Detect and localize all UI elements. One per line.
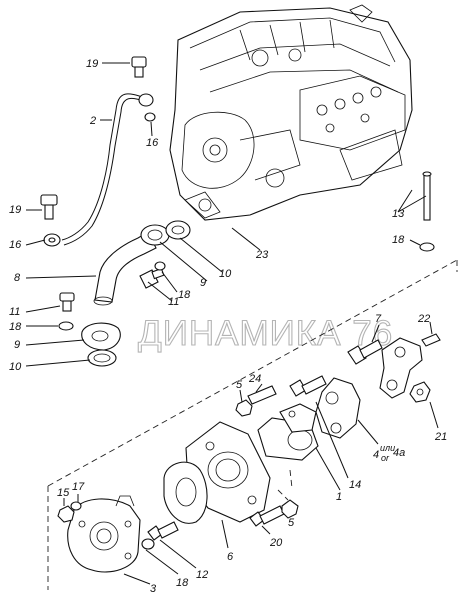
callout-11: 11 [168, 296, 179, 308]
callout-14: 14 [349, 479, 361, 491]
washer-16-left [48, 237, 56, 243]
callout-10: 10 [9, 361, 22, 373]
bolt-24 [247, 383, 277, 405]
washer-17 [70, 501, 82, 511]
callout-18: 18 [178, 289, 191, 301]
nut-15 [57, 505, 75, 523]
gasket-9-upper [140, 224, 170, 246]
callout-16: 16 [146, 137, 159, 149]
callout-labels: 19 2 16 19 16 8 11 18 9 10 18 11 9 10 23… [9, 58, 447, 595]
callout-7: 7 [375, 313, 382, 325]
nut-21 [409, 381, 439, 429]
callout-5: 5 [236, 379, 243, 391]
callout-15: 15 [57, 487, 70, 499]
callout-13: 13 [392, 208, 405, 220]
engine-block [169, 4, 413, 221]
callout-21: 21 [434, 431, 447, 443]
bolt-7 [347, 324, 383, 365]
pipe-2 [61, 93, 146, 246]
flange-4 [315, 377, 379, 445]
callout-6: 6 [227, 551, 234, 563]
callout-12: 12 [196, 569, 208, 581]
bolt-12 [147, 521, 197, 569]
callout-17: 17 [72, 481, 85, 493]
callout-2: 2 [89, 115, 96, 127]
hose-8 [93, 231, 157, 306]
callout-11: 11 [9, 306, 20, 318]
bolt-11-upper [139, 267, 165, 289]
callout-ili: или [380, 443, 395, 453]
gasket-10-left [87, 349, 117, 367]
callout-1: 1 [336, 491, 342, 503]
nut-5-lower [281, 499, 299, 519]
callout-18: 18 [9, 321, 22, 333]
bolt-14 [289, 375, 349, 479]
callout-22: 22 [417, 313, 430, 325]
washer-18-lower [141, 538, 155, 550]
callout-20: 20 [269, 537, 283, 549]
nut-5-upper [235, 399, 253, 417]
callout-18: 18 [176, 577, 189, 589]
bolt-19-top [131, 56, 147, 78]
callout-18: 18 [392, 234, 405, 246]
gasket-6 [163, 461, 208, 524]
callout-8: 8 [14, 272, 21, 284]
stud-13 [422, 171, 432, 221]
assembly-dashed-guide [47, 259, 458, 590]
bracket-4a [379, 337, 423, 399]
callout-19: 19 [9, 204, 21, 216]
dashed-guide-5 [277, 469, 293, 501]
callout-16: 16 [9, 239, 22, 251]
callout-10: 10 [219, 268, 232, 280]
washer-18-left [58, 321, 74, 331]
callout-23: 23 [255, 249, 269, 261]
bolt-11-left [59, 292, 75, 312]
callout-or: or [381, 453, 390, 463]
gasket-10-upper [165, 220, 191, 240]
leader-lines [25, 62, 427, 367]
washer-18-right [419, 242, 435, 252]
washer-18-upper [154, 261, 166, 271]
banjo-fitting-top [138, 93, 154, 107]
callout-24: 24 [248, 373, 261, 385]
key-22 [421, 333, 441, 347]
pipe-1 [257, 403, 341, 491]
watermark-text: ДИНАМИКА 76 [138, 314, 393, 353]
callout-9: 9 [200, 277, 206, 289]
washer-16-top [144, 112, 156, 122]
callout-5: 5 [288, 517, 295, 529]
callout-3: 3 [150, 583, 157, 595]
pump-housing-3 [67, 495, 151, 585]
callout-19: 19 [86, 58, 98, 70]
callout-4a: 4а [393, 447, 405, 459]
callout-4: 4 [373, 449, 379, 461]
callout-9: 9 [14, 339, 20, 351]
gasket-9-left [81, 322, 121, 351]
bolt-19-left [40, 194, 58, 220]
